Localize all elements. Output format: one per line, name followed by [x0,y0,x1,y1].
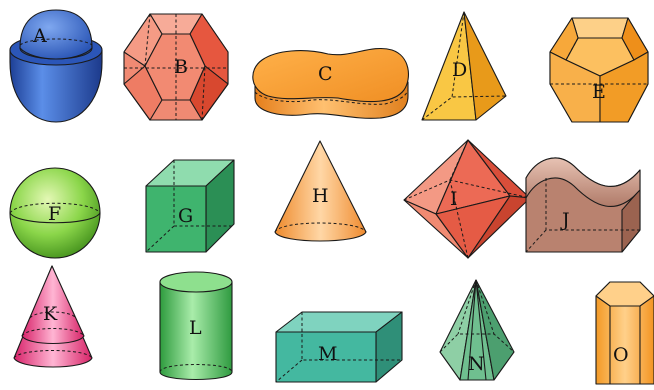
shape-f: F [10,168,100,258]
label-e: E [592,81,606,103]
label-l: L [189,317,202,339]
shape-d: D [422,12,506,120]
shape-g: G [146,160,234,252]
label-a: A [32,25,47,47]
shape-b: B [124,14,228,120]
label-k: K [43,303,58,325]
label-n: N [468,353,485,375]
label-h: H [312,185,329,207]
label-c: C [318,63,333,85]
shape-k: K [14,266,92,367]
shape-j: J [526,158,640,252]
shape-e: E [550,18,648,122]
label-d: D [452,59,467,81]
shape-h: H [275,141,366,241]
label-m: M [318,343,337,365]
label-j: J [560,209,570,231]
shape-o: O [596,282,654,384]
label-f: F [48,203,61,225]
label-g: G [178,205,193,227]
shape-a: A [10,10,102,122]
shape-l: L [160,272,232,380]
shape-m: M [276,312,402,382]
label-o: O [613,344,629,366]
shape-n: N [440,280,514,380]
label-b: B [174,56,188,78]
label-i: I [450,188,458,210]
shape-c: C [253,48,409,118]
shape-i: I [404,140,530,258]
